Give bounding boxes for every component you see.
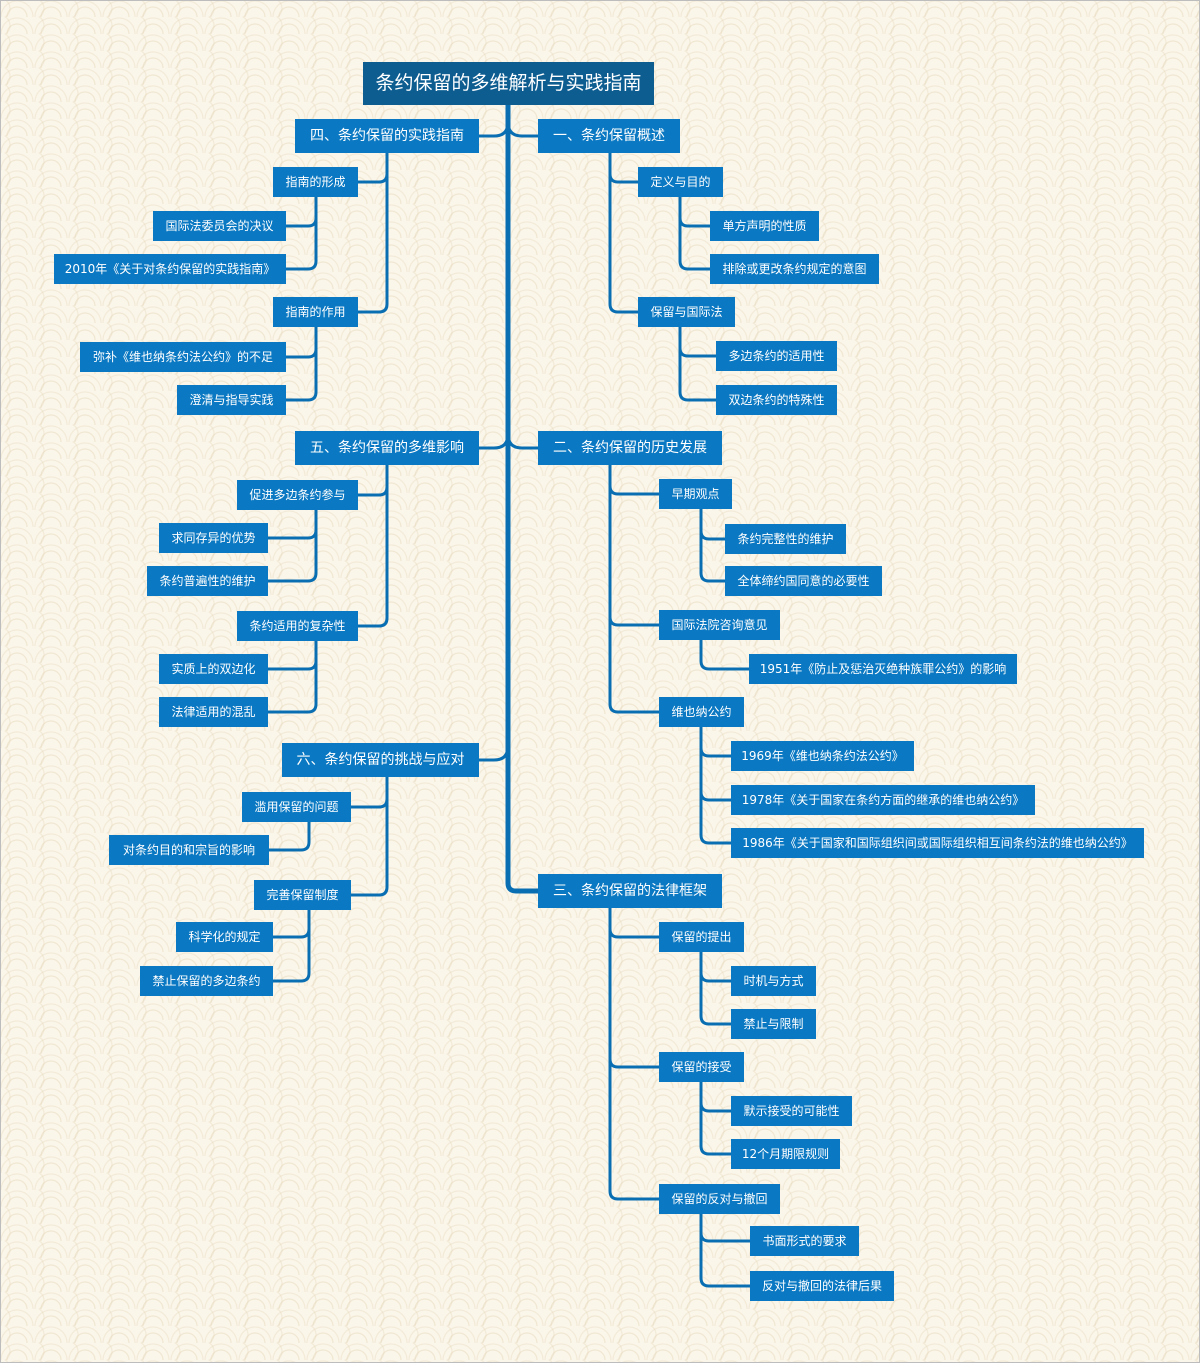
connector-line bbox=[266, 639, 318, 714]
connector-line bbox=[349, 775, 389, 809]
connector-line bbox=[699, 1080, 733, 1113]
branch-4-item-2-leaf-1[interactable]: 弥补《维也纳条约法公约》的不足 bbox=[80, 342, 286, 372]
branch-3-item-1-leaf-1[interactable]: 时机与方式 bbox=[731, 966, 816, 996]
branch-2-item-1[interactable]: 早期观点 bbox=[659, 479, 732, 509]
branch-6-item-2-leaf-1[interactable]: 科学化的规定 bbox=[176, 922, 273, 952]
connector-line bbox=[271, 908, 311, 939]
connector-line bbox=[678, 195, 712, 228]
branch-4[interactable]: 四、条约保留的实践指南 bbox=[295, 119, 479, 153]
branch-5-item-2-leaf-2[interactable]: 法律适用的混乱 bbox=[159, 697, 268, 727]
branch-1-item-1-leaf-2[interactable]: 排除或更改条约规定的意图 bbox=[710, 254, 879, 284]
branch-5-item-1-leaf-1[interactable]: 求同存异的优势 bbox=[159, 523, 268, 553]
connector-line bbox=[678, 325, 718, 402]
connector-line bbox=[608, 906, 661, 1069]
branch-3-item-3-leaf-1[interactable]: 书面形式的要求 bbox=[750, 1226, 859, 1256]
branch-3-item-2-leaf-2[interactable]: 12个月期限规则 bbox=[731, 1139, 840, 1169]
branch-1-item-2-leaf-2[interactable]: 双边条约的特殊性 bbox=[716, 385, 837, 415]
connector-line bbox=[608, 151, 640, 314]
connector-line bbox=[266, 508, 318, 583]
connector-line bbox=[699, 507, 727, 541]
branch-2-item-2-leaf-1[interactable]: 1951年《防止及惩治灭绝种族罪公约》的影响 bbox=[749, 654, 1017, 684]
connector-line bbox=[356, 151, 389, 314]
branch-1[interactable]: 一、条约保留概述 bbox=[538, 119, 680, 153]
branch-2-item-1-leaf-1[interactable]: 条约完整性的维护 bbox=[725, 524, 846, 554]
connector-line bbox=[506, 432, 540, 450]
branch-3[interactable]: 三、条约保留的法律框架 bbox=[538, 874, 722, 908]
connector-line bbox=[284, 325, 318, 359]
branch-5-item-2[interactable]: 条约适用的复杂性 bbox=[237, 611, 358, 641]
branch-1-item-2-leaf-1[interactable]: 多边条约的适用性 bbox=[716, 341, 837, 371]
connector-line bbox=[699, 507, 727, 583]
branch-4-item-1-leaf-2[interactable]: 2010年《关于对条约保留的实践指南》 bbox=[54, 254, 286, 284]
branch-3-item-3-leaf-2[interactable]: 反对与撤回的法律后果 bbox=[750, 1271, 894, 1301]
branch-1-item-2[interactable]: 保留与国际法 bbox=[638, 297, 735, 327]
connector-line bbox=[608, 463, 661, 496]
connector-line bbox=[608, 463, 661, 714]
branch-2-item-3-leaf-2[interactable]: 1978年《关于国家在条约方面的继承的维也纳公约》 bbox=[731, 785, 1035, 815]
connector-line bbox=[477, 744, 510, 762]
branch-6-item-2-leaf-2[interactable]: 禁止保留的多边条约 bbox=[140, 966, 273, 996]
connector-line bbox=[699, 725, 733, 802]
branch-5-item-1[interactable]: 促进多边条约参与 bbox=[237, 480, 358, 510]
connector-line bbox=[284, 195, 318, 228]
branch-3-item-1-leaf-2[interactable]: 禁止与限制 bbox=[731, 1009, 816, 1039]
connector-line bbox=[699, 638, 751, 671]
connector-line bbox=[699, 1080, 733, 1156]
branch-5[interactable]: 五、条约保留的多维影响 bbox=[295, 431, 479, 465]
connector-line bbox=[608, 463, 661, 627]
root-title[interactable]: 条约保留的多维解析与实践指南 bbox=[363, 62, 654, 105]
branch-3-item-2[interactable]: 保留的接受 bbox=[659, 1052, 744, 1082]
branch-4-item-1[interactable]: 指南的形成 bbox=[273, 167, 358, 197]
connector-line bbox=[608, 906, 661, 939]
branch-3-item-2-leaf-1[interactable]: 默示接受的可能性 bbox=[731, 1096, 852, 1126]
connector-line bbox=[477, 120, 510, 138]
branch-2-item-3[interactable]: 维也纳公约 bbox=[659, 697, 744, 727]
branch-6-item-2[interactable]: 完善保留制度 bbox=[254, 880, 351, 910]
connector-line bbox=[699, 950, 733, 1026]
branch-2[interactable]: 二、条约保留的历史发展 bbox=[538, 431, 722, 465]
branch-2-item-3-leaf-1[interactable]: 1969年《维也纳条约法公约》 bbox=[731, 741, 914, 771]
branch-5-item-1-leaf-2[interactable]: 条约普遍性的维护 bbox=[147, 566, 268, 596]
connector-line bbox=[266, 639, 318, 671]
connector-line bbox=[699, 725, 733, 845]
connector-line bbox=[477, 432, 510, 450]
connector-line bbox=[266, 508, 318, 540]
branch-4-item-2[interactable]: 指南的作用 bbox=[273, 297, 358, 327]
connector-line bbox=[678, 195, 712, 271]
branch-1-item-1[interactable]: 定义与目的 bbox=[638, 167, 723, 197]
connector-line bbox=[356, 463, 389, 628]
connector-line bbox=[608, 906, 661, 1201]
connector-line bbox=[356, 463, 389, 497]
connector-line bbox=[284, 325, 318, 402]
branch-5-item-2-leaf-1[interactable]: 实质上的双边化 bbox=[159, 654, 268, 684]
connector-line bbox=[349, 775, 389, 897]
connector-line bbox=[267, 820, 311, 852]
branch-1-item-1-leaf-1[interactable]: 单方声明的性质 bbox=[710, 211, 819, 241]
branch-6[interactable]: 六、条约保留的挑战与应对 bbox=[282, 743, 479, 777]
connector-line bbox=[284, 195, 318, 271]
connector-line bbox=[356, 151, 389, 184]
connector-line bbox=[506, 120, 540, 138]
branch-6-item-1[interactable]: 滥用保留的问题 bbox=[242, 792, 351, 822]
connector-line bbox=[271, 908, 311, 983]
connector-line bbox=[699, 1212, 752, 1243]
branch-6-item-1-leaf-1[interactable]: 对条约目的和宗旨的影响 bbox=[109, 835, 269, 865]
branch-2-item-3-leaf-3[interactable]: 1986年《关于国家和国际组织间或国际组织相互间条约法的维也纳公约》 bbox=[731, 828, 1144, 858]
branch-2-item-1-leaf-2[interactable]: 全体缔约国同意的必要性 bbox=[725, 566, 882, 596]
connector-line bbox=[699, 725, 733, 758]
connector-line bbox=[699, 1212, 752, 1288]
connector-line bbox=[505, 102, 541, 894]
branch-2-item-2[interactable]: 国际法院咨询意见 bbox=[659, 610, 780, 640]
connector-line bbox=[678, 325, 718, 358]
branch-4-item-1-leaf-1[interactable]: 国际法委员会的决议 bbox=[153, 211, 286, 241]
connector-line bbox=[699, 950, 733, 983]
branch-3-item-3[interactable]: 保留的反对与撤回 bbox=[659, 1184, 780, 1214]
branch-4-item-2-leaf-2[interactable]: 澄清与指导实践 bbox=[177, 385, 286, 415]
connector-line bbox=[608, 151, 640, 184]
branch-3-item-1[interactable]: 保留的提出 bbox=[659, 922, 744, 952]
